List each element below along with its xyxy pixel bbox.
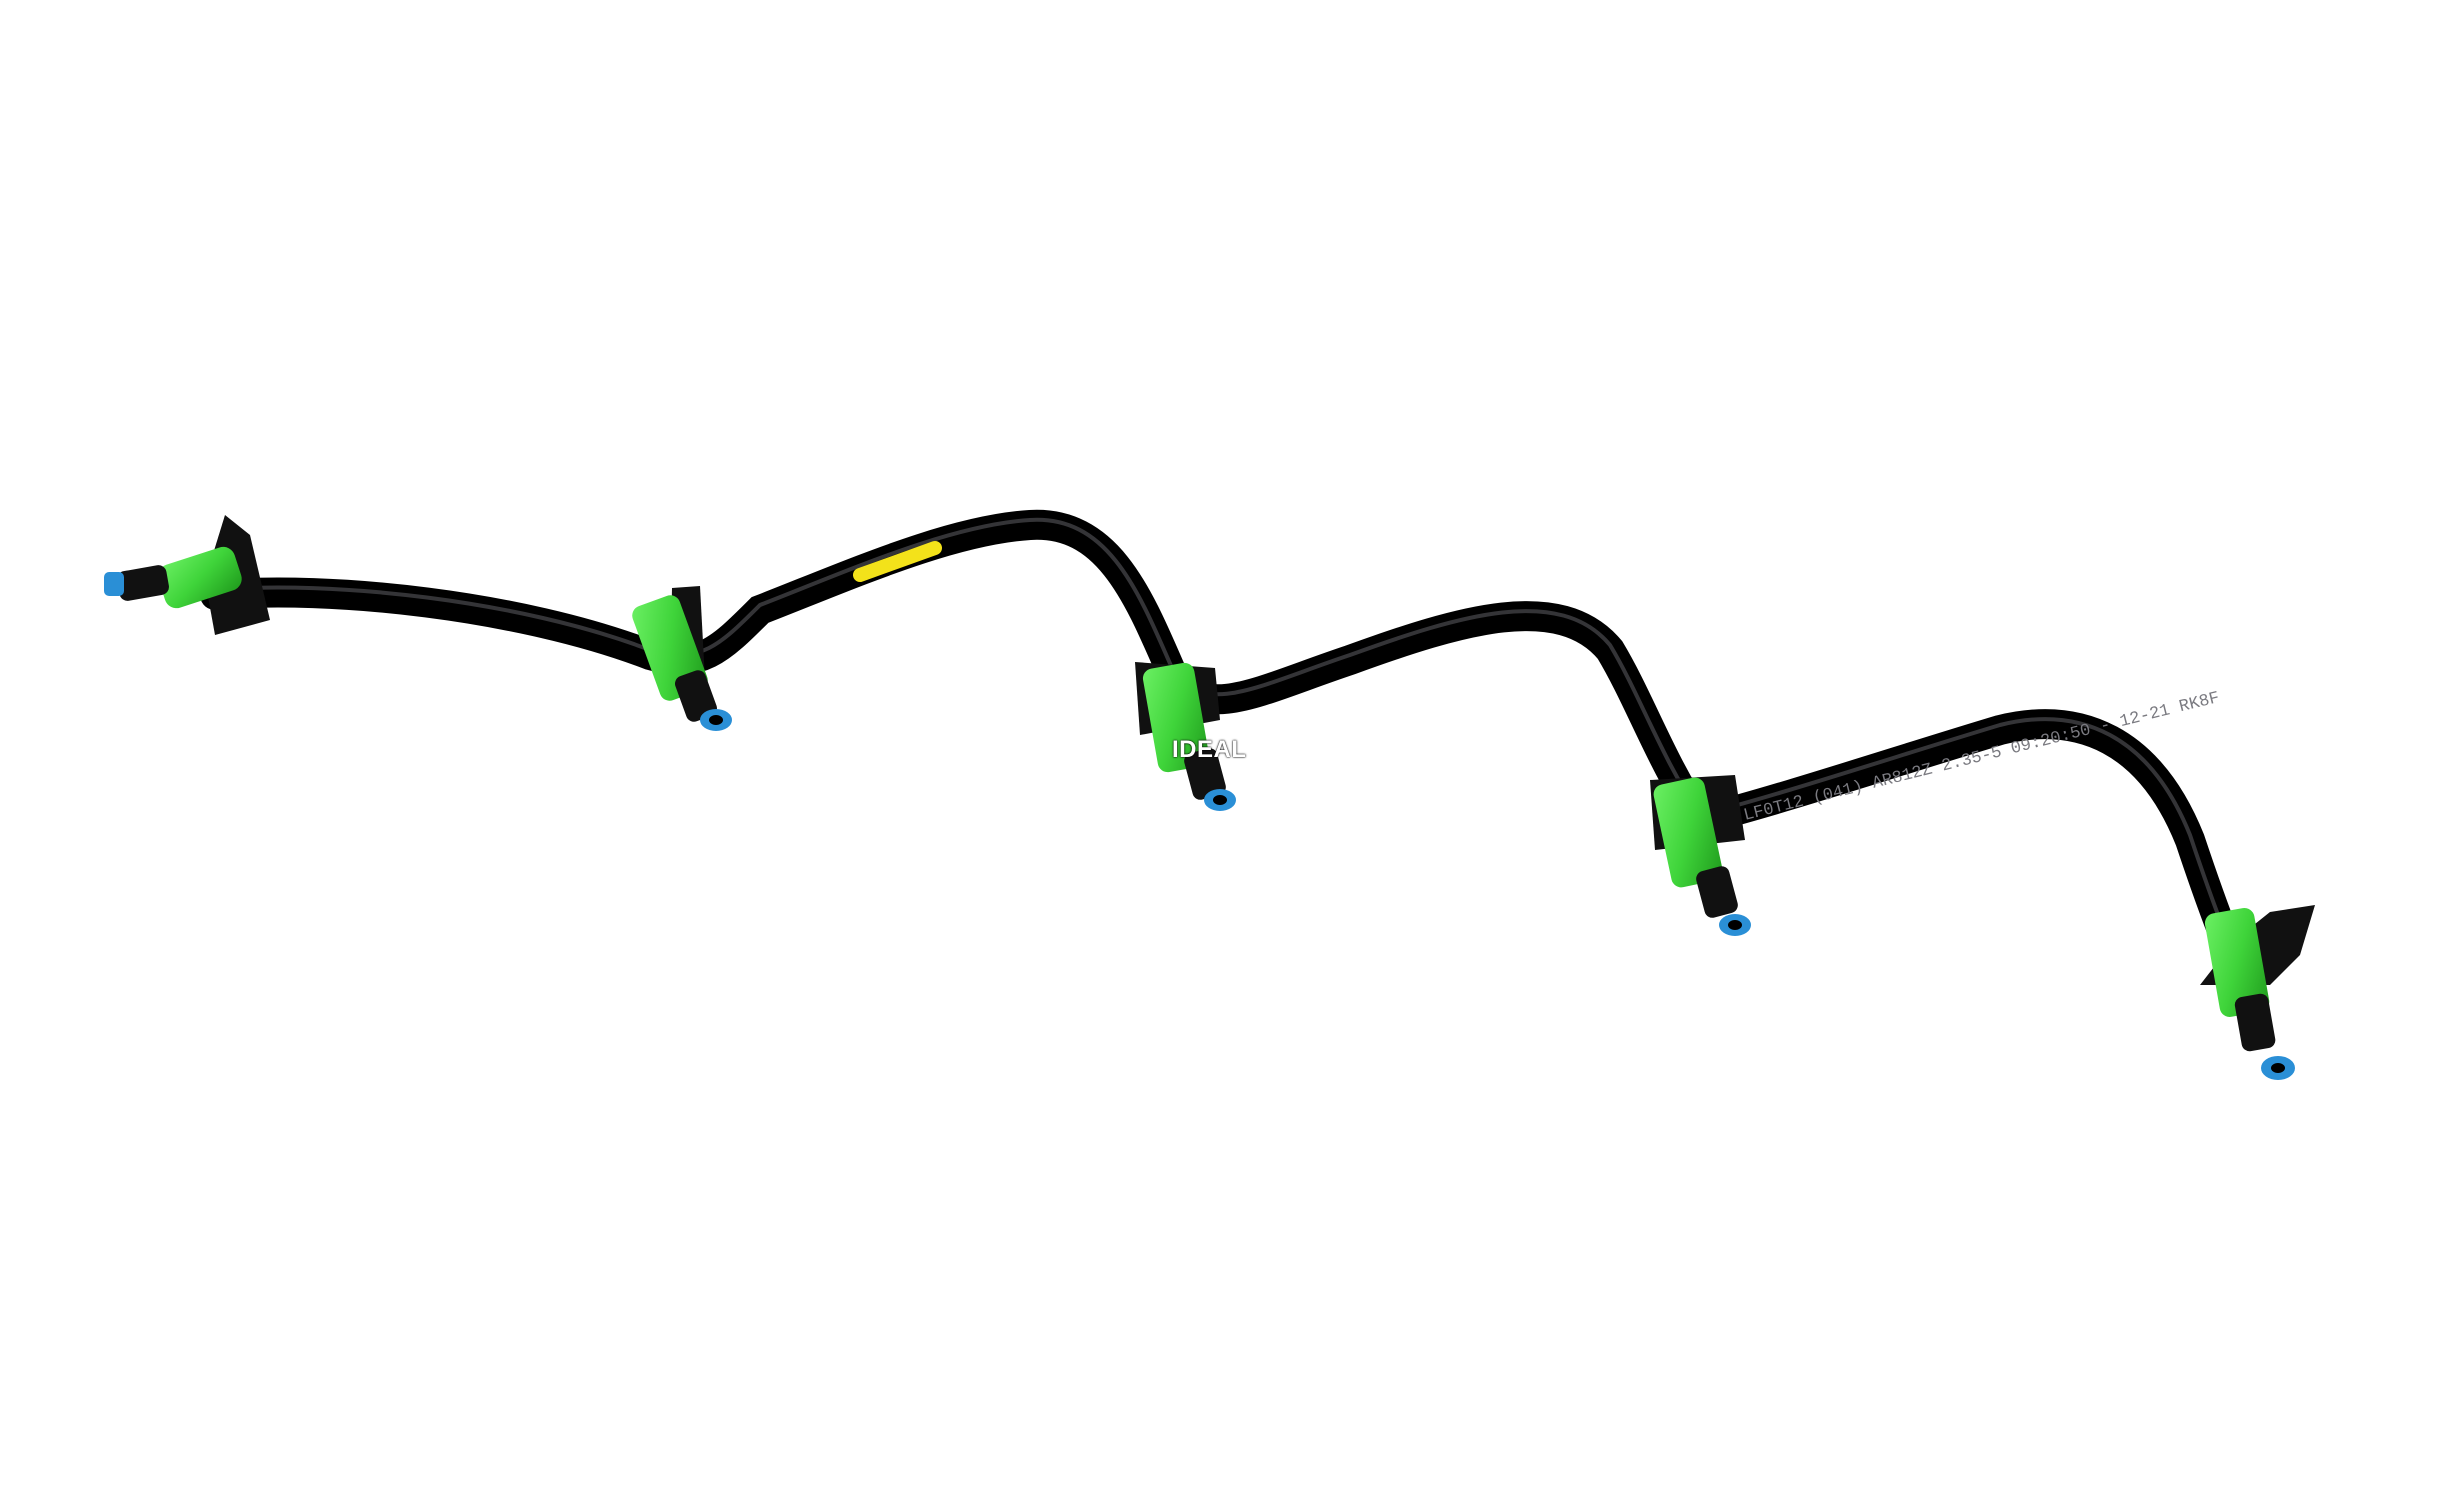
connector-3: [1135, 662, 1236, 811]
connector-4: [1650, 775, 1751, 936]
connector-2: [632, 586, 732, 731]
connector-1: [104, 515, 270, 635]
yellow-mark: [853, 541, 942, 582]
blue-seal-1: [104, 572, 124, 596]
watermark-text: IDEAL: [1172, 736, 1247, 763]
connector-5: [2200, 905, 2315, 1080]
